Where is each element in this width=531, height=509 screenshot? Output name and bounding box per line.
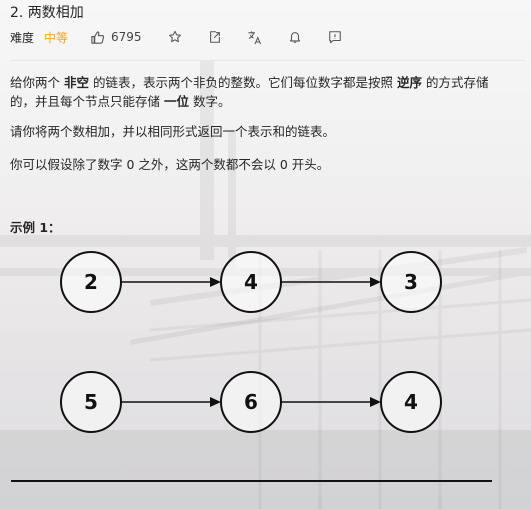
desc-text: 的方式存储的，并且每个节点只能存储: [10, 75, 489, 109]
description-paragraph-3: 你可以假设除了数字 0 之外，这两个数都不会以 0 开头。: [10, 157, 330, 172]
desc-emphasis: 非空: [63, 75, 89, 90]
header-divider: [10, 60, 525, 61]
share-button[interactable]: [206, 28, 224, 46]
difficulty-badge: 中等: [44, 30, 69, 45]
list2-arrow-1: [121, 397, 221, 407]
description-paragraph-2: 请你将两个数相加，并以相同形式返回一个表示和的链表。: [10, 124, 336, 139]
example-heading: 示例 1：: [10, 220, 61, 235]
desc-emphasis: 一位: [163, 94, 189, 109]
desc-text: 的链表，表示两个非负的整数。它们每位数字都是按照: [89, 75, 397, 90]
list1-node-3: 3: [380, 251, 442, 313]
problem-meta-bar: 难度 中等 6795: [10, 27, 344, 47]
list2-node-3-value: 4: [404, 390, 418, 414]
translate-icon: [247, 30, 262, 45]
translate-button[interactable]: [246, 28, 264, 46]
list2-node-2: 6: [220, 371, 282, 433]
notify-button[interactable]: [286, 28, 304, 46]
like-button[interactable]: 6795: [90, 30, 142, 45]
list1-node-2-value: 4: [244, 270, 258, 294]
star-icon: [168, 30, 182, 44]
list2-node-2-value: 6: [244, 390, 258, 414]
description-paragraph-1: 给你两个 非空 的链表，表示两个非负的整数。它们每位数字都是按照 逆序 的方式存…: [10, 73, 510, 111]
list1-node-1: 2: [60, 251, 122, 313]
list1-arrow-2: [281, 277, 381, 287]
list2-arrow-2: [281, 397, 381, 407]
thumbs-up-icon: [90, 30, 105, 45]
list1-node-3-value: 3: [404, 270, 418, 294]
feedback-button[interactable]: [326, 28, 344, 46]
favorite-button[interactable]: [166, 28, 184, 46]
list2-node-1: 5: [60, 371, 122, 433]
difficulty-label: 难度: [10, 30, 35, 45]
share-icon: [208, 30, 222, 44]
list1-arrow-1: [121, 277, 221, 287]
feedback-icon: [328, 30, 342, 44]
desc-text: 给你两个: [10, 75, 64, 90]
list2-node-1-value: 5: [84, 390, 98, 414]
like-count: 6795: [111, 30, 142, 44]
list2-node-3: 4: [380, 371, 442, 433]
desc-emphasis: 逆序: [396, 75, 422, 90]
desc-text: 数字。: [189, 94, 231, 109]
list1-node-1-value: 2: [84, 270, 98, 294]
bell-icon: [288, 30, 302, 44]
list1-node-2: 4: [220, 251, 282, 313]
problem-title: 2. 两数相加: [10, 5, 84, 21]
